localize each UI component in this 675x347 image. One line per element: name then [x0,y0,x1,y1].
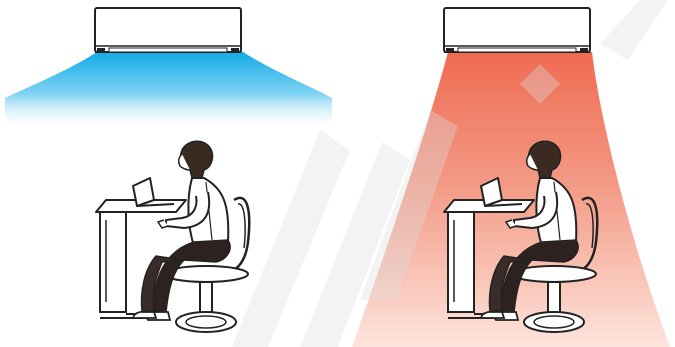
cold-airflow [5,50,332,130]
air-conditioner-unit [95,8,241,52]
person-at-desk [96,141,249,332]
air-conditioner-unit [444,8,590,52]
